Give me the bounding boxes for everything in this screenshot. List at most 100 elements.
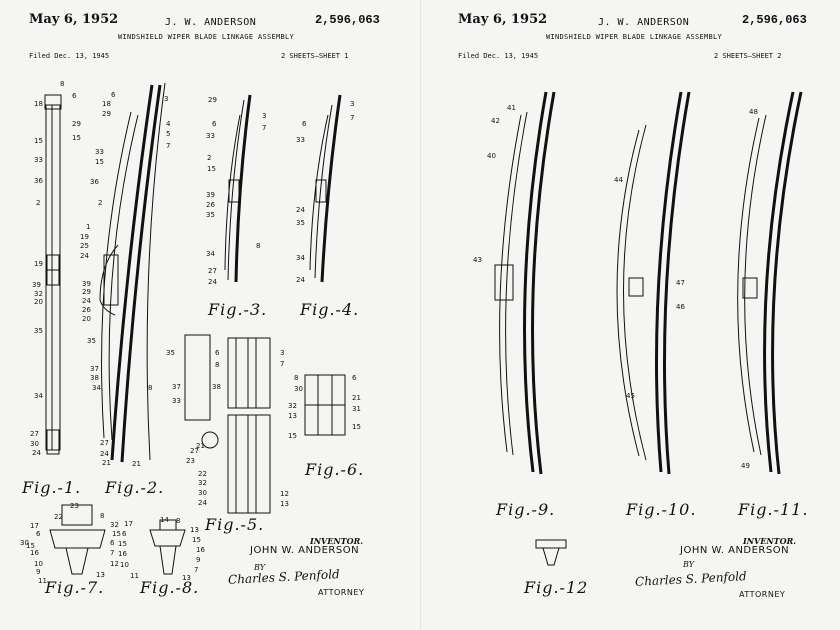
reference-numeral: 33 [95,148,104,156]
reference-numeral: 8 [100,512,104,520]
reference-numeral: 6 [352,374,357,382]
reference-numeral: 39 [32,281,41,289]
reference-numeral: 13 [280,500,289,508]
filed-date: Filed Dec. 13, 1945 [29,52,110,60]
reference-numeral: 6 [122,530,127,538]
reference-numeral: 20 [34,298,43,306]
fig-4-label: Fig.-4. [300,300,360,319]
fig10-drawing [616,91,691,475]
reference-numeral: 47 [676,279,685,287]
fig1-drawing [44,94,62,455]
reference-numeral: 10 [34,560,43,568]
reference-numeral: 44 [614,176,623,184]
reference-numeral: 32 [198,479,207,487]
fig-6-label: Fig.-6. [305,460,365,479]
reference-numeral: 23 [70,502,79,510]
reference-numeral: 3 [262,112,266,120]
reference-numeral: 26 [82,306,91,314]
reference-numeral: 16 [196,546,205,554]
reference-numeral: 24 [82,297,91,305]
reference-numeral: 6 [212,120,217,128]
fig-9-label: Fig.-9. [496,500,556,519]
reference-numeral: 13 [96,571,105,579]
reference-numeral: 36 [90,178,99,186]
inventor-name: JOHN W. ANDERSON [250,545,360,556]
reference-numeral: 2 [36,199,40,207]
reference-numeral: 36 [34,177,43,185]
inventor-label: INVENTOR. [310,536,364,546]
fig8-drawing [149,519,186,575]
reference-numeral: 21 [352,394,361,402]
reference-numeral: 34 [296,254,305,262]
reference-numeral: 21 [132,460,141,468]
patent-title: WINDSHIELD WIPER BLADE LINKAGE ASSEMBLY [118,33,295,41]
reference-numeral: 48 [749,108,758,116]
reference-numeral: 20 [82,315,91,323]
reference-numeral: 8 [148,384,152,392]
reference-numeral: 13 [190,526,199,534]
reference-numeral: 37 [90,365,99,373]
attorney-label: ATTORNEY [739,590,786,599]
reference-numeral: 7 [110,549,114,557]
fig3-drawing [224,94,252,283]
reference-numeral: 18 [34,100,43,108]
reference-numeral: 8 [215,361,219,369]
reference-numeral: 23 [186,457,195,465]
by-label: BY [683,560,695,569]
fig-1-label: Fig.-1. [22,478,82,497]
inventor-header: J. W. ANDERSON [598,17,690,28]
fig7-drawing [49,504,106,575]
reference-numeral: 24 [296,206,305,214]
reference-numeral: 8 [294,374,298,382]
reference-numeral: 15 [118,540,127,548]
fig5-drawing [184,334,271,514]
reference-numeral: 33 [296,136,305,144]
reference-numeral: 16 [30,549,39,557]
reference-numeral: 49 [741,462,750,470]
reference-numeral: 6 [36,530,41,538]
reference-numeral: 46 [676,303,685,311]
fig6-drawing [304,374,346,436]
reference-numeral: 35 [87,337,96,345]
reference-numeral: 30 [294,385,303,393]
reference-numeral: 35 [166,349,175,357]
reference-numeral: 14 [160,516,169,524]
reference-numeral: 13 [182,574,191,582]
reference-numeral: 32 [288,402,297,410]
fig2-drawing [99,82,166,463]
patent-number: 2,596,063 [742,13,807,27]
reference-numeral: 10 [120,561,129,569]
reference-numeral: 13 [288,412,297,420]
fig-12-label: Fig.-12 [524,578,589,597]
reference-numeral: 22 [54,513,63,521]
reference-numeral: 35 [34,327,43,335]
reference-numeral: 38 [90,374,99,382]
reference-numeral: 32 [34,290,43,298]
reference-numeral: 30 [20,539,29,547]
reference-numeral: 12 [110,560,119,568]
reference-numeral: 30 [30,440,39,448]
reference-numeral: 1 [86,223,90,231]
reference-numeral: 6 [72,92,77,100]
reference-numeral: 30 [198,489,207,497]
reference-numeral: 9 [196,556,200,564]
reference-numeral: 45 [626,392,635,400]
reference-numeral: 9 [36,568,40,576]
reference-numeral: 34 [92,384,101,392]
fig-10-label: Fig.-10. [626,500,697,519]
inventor-label: INVENTOR. [743,536,797,546]
patent-number: 2,596,063 [315,13,380,27]
reference-numeral: 40 [487,152,496,160]
reference-numeral: 33 [34,156,43,164]
reference-numeral: 39 [82,280,91,288]
reference-numeral: 2 [207,154,211,162]
fig-3-label: Fig.-3. [208,300,268,319]
fig-2-label: Fig.-2. [105,478,165,497]
reference-numeral: 15 [288,432,297,440]
reference-numeral: 17 [30,522,39,530]
reference-numeral: 37 [172,383,181,391]
reference-numeral: 29 [208,96,217,104]
reference-numeral: 24 [208,278,217,286]
